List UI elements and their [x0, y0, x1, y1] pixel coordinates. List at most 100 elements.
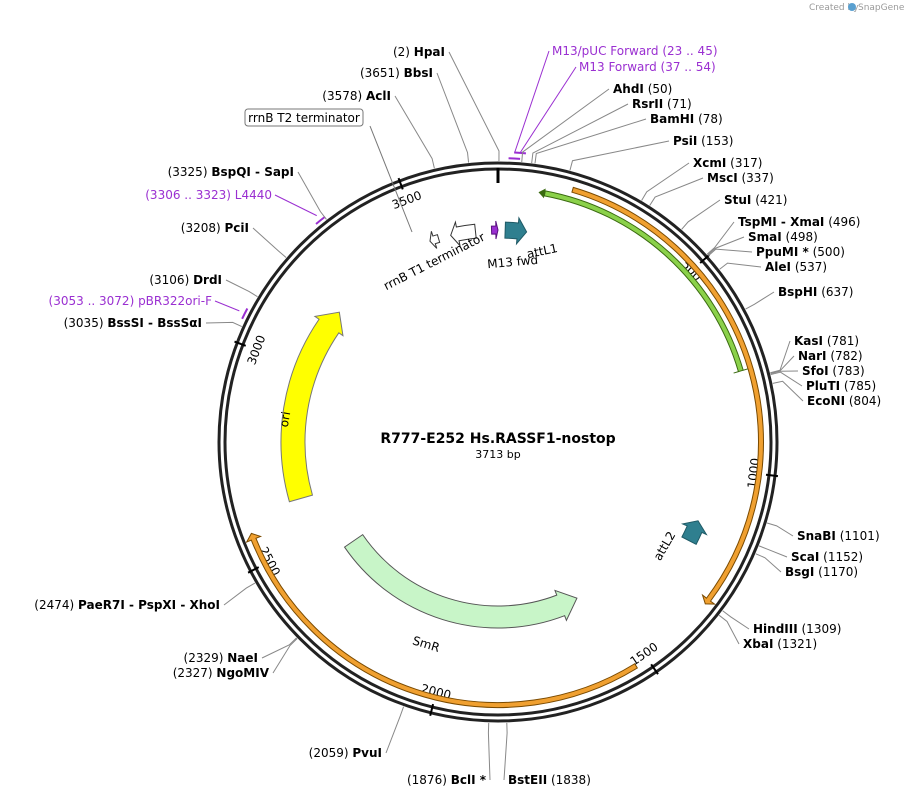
primer-range: (23 .. 45) — [659, 44, 718, 58]
enzyme-position: (3035) — [64, 316, 108, 330]
enzyme-leader — [394, 95, 435, 169]
enzyme-position: (537) — [791, 260, 827, 274]
tick-mark — [650, 663, 659, 675]
ori-label: ori — [277, 410, 293, 428]
enzyme-label: HindIII (1309) — [753, 622, 841, 636]
enzyme-name: ScaI — [791, 550, 819, 564]
enzyme-leader — [758, 545, 788, 558]
rrnb-t2-leader — [369, 125, 413, 233]
enzyme-label: BspHI (637) — [778, 285, 853, 299]
enzyme-position: (804) — [845, 394, 881, 408]
attl2-label: attL2 — [651, 529, 679, 563]
enzyme-position: (1838) — [547, 773, 591, 787]
enzyme-label: MscI (337) — [707, 171, 774, 185]
rrnb-t1-arrow — [450, 220, 477, 248]
enzyme-name: SfoI — [802, 364, 829, 378]
enzyme-label: XcmI (317) — [693, 156, 762, 170]
rrnb-t2-box — [244, 108, 364, 127]
enzyme-label: BamHI (78) — [650, 112, 723, 126]
enzyme-leader — [487, 722, 491, 781]
enzyme-leader — [719, 262, 762, 270]
enzyme-name: PluTI — [806, 379, 840, 393]
enzyme-leader — [770, 371, 803, 387]
tick-mark — [397, 177, 404, 190]
enzyme-label: PsiI (153) — [673, 134, 733, 148]
enzyme-name: AclI — [366, 89, 391, 103]
enzyme-leader — [706, 221, 735, 255]
enzyme-leader — [385, 706, 405, 754]
enzyme-label: NarI (782) — [798, 349, 863, 363]
enzyme-leader — [534, 118, 647, 164]
tick-mark — [699, 254, 710, 264]
enzyme-position: (637) — [817, 285, 853, 299]
enzyme-name: PvuI — [352, 746, 382, 760]
m13-fwd-label: M13 fwd — [487, 253, 539, 271]
enzyme-leader — [448, 51, 500, 162]
enzyme-label: KasI (781) — [794, 334, 859, 348]
enzyme-name: BamHI — [650, 112, 694, 126]
tick-mark — [765, 473, 779, 478]
credit-brand: SnapGene — [858, 3, 905, 13]
enzyme-leader — [649, 177, 704, 206]
enzyme-label: (2327) NgoMIV — [173, 666, 270, 680]
primer-mark — [508, 157, 521, 160]
enzyme-position: (78) — [694, 112, 722, 126]
enzyme-label: TspMI - XmaI (496) — [738, 215, 860, 229]
enzyme-leader — [223, 582, 256, 606]
primer-leader — [514, 50, 550, 153]
enzyme-position: (783) — [829, 364, 865, 378]
enzyme-name: NaeI — [227, 651, 258, 665]
enzyme-label: (3035) BssSI - BssSαI — [64, 316, 202, 330]
enzyme-position: (2) — [393, 45, 414, 59]
enzyme-leader — [707, 236, 745, 256]
enzyme-leader — [252, 227, 287, 258]
enzyme-label: ScaI (1152) — [791, 550, 863, 564]
enzyme-leader — [225, 279, 258, 298]
smr-label: SmR — [411, 633, 442, 654]
enzyme-position: (3106) — [149, 273, 193, 287]
smr-arrow — [343, 533, 578, 629]
enzyme-name: KasI — [794, 334, 823, 348]
enzyme-position: (496) — [824, 215, 860, 229]
enzyme-name: BspHI — [778, 285, 817, 299]
enzyme-leader — [531, 103, 629, 164]
enzyme-position: (782) — [827, 349, 863, 363]
enzyme-position: (337) — [738, 171, 774, 185]
orf-orange-band — [571, 186, 764, 605]
enzyme-label: RsrII (71) — [632, 97, 692, 111]
enzyme-name: HindIII — [753, 622, 798, 636]
enzyme-leader — [272, 638, 298, 674]
tick-mark — [234, 340, 247, 347]
attl1-label: attL1 — [526, 241, 559, 261]
enzyme-position: (1170) — [814, 565, 858, 579]
enzyme-leader — [205, 321, 243, 327]
tick-label: 3500 — [390, 188, 424, 212]
orf-green-band — [543, 190, 749, 374]
snapgene-logo-icon — [848, 3, 856, 11]
primer-label: (3306 .. 3323) L4440 — [145, 188, 272, 202]
ori-arrow — [280, 311, 344, 503]
enzyme-name: RsrII — [632, 97, 663, 111]
enzyme-name: PaeR7I - PspXI - XhoI — [78, 598, 220, 612]
credit-text: Created by — [809, 3, 859, 13]
enzyme-name: SnaBI — [797, 529, 836, 543]
enzyme-label: (1876) BclI * — [407, 773, 487, 787]
tick-mark — [429, 703, 435, 716]
primer-name: M13 Forward — [579, 60, 657, 74]
orf-green-arrowhead — [538, 188, 546, 199]
enzyme-leader — [521, 88, 610, 163]
enzyme-label: PpuMI * (500) — [756, 245, 845, 259]
enzyme-position: (153) — [697, 134, 733, 148]
enzyme-name: AhdI — [613, 82, 644, 96]
enzyme-position: (3208) — [181, 221, 225, 235]
orf-orange-band-lower — [245, 532, 639, 708]
primer-range: (3053 .. 3072) — [49, 294, 139, 308]
enzyme-position: (500) — [809, 245, 845, 259]
enzyme-name: StuI — [724, 193, 751, 207]
enzyme-position: (3578) — [322, 89, 366, 103]
enzyme-label: (3578) AclI — [322, 89, 391, 103]
enzyme-position: (1321) — [773, 637, 817, 651]
plasmid-length: 3713 bp — [475, 448, 520, 461]
enzyme-name: BbsI — [404, 66, 433, 80]
primer-name: pBR322ori-F — [138, 294, 212, 308]
